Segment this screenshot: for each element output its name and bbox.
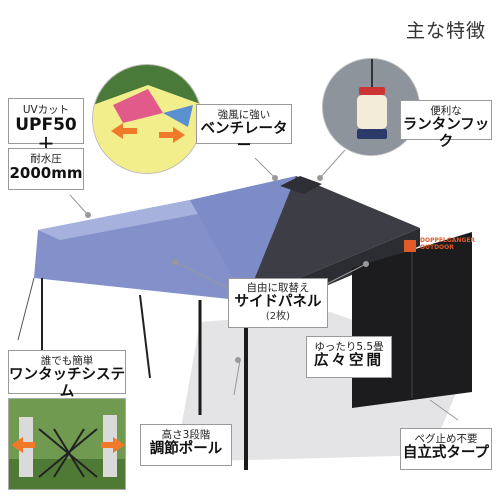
callout-onetouch-small: 誰でも簡単 bbox=[40, 355, 94, 367]
callout-space-small: ゆったり5.5畳 bbox=[314, 341, 384, 353]
callout-pole-big: 調節ポール bbox=[149, 441, 223, 458]
callout-water-big: 2000mm bbox=[9, 164, 83, 183]
callout-space-big: 広々空間 bbox=[314, 353, 384, 370]
brand-logo-text: DOPPELGANGER OUTDOOR bbox=[420, 237, 476, 251]
callout-uv: UVカット UPF50＋ bbox=[8, 98, 84, 154]
callout-panel: 自由に取替え サイドパネル (2枚) bbox=[228, 278, 328, 328]
callout-vent-big: ベンチレーター bbox=[200, 121, 288, 154]
callout-tarp-big: 自立式タープ bbox=[402, 445, 490, 462]
logo-line-2: OUTDOOR bbox=[420, 243, 454, 251]
callout-space: ゆったり5.5畳 広々空間 bbox=[306, 336, 392, 378]
callout-pole: 高さ3段階 調節ポール bbox=[140, 424, 232, 466]
lantern-icon bbox=[357, 95, 387, 129]
callout-onetouch-big: ワンタッチシステム bbox=[9, 367, 125, 400]
callout-onetouch: 誰でも簡単 ワンタッチシステム bbox=[8, 350, 126, 400]
logo-line-1: DOPPELGANGER bbox=[420, 237, 476, 244]
callout-water: 耐水圧 2000mm bbox=[8, 148, 84, 190]
callout-tarp-small: ペグ止め不要 bbox=[414, 433, 478, 445]
onetouch-photo bbox=[8, 398, 126, 490]
arrow-left-icon bbox=[11, 437, 35, 453]
callout-panel-big: サイドパネル bbox=[234, 294, 322, 311]
callout-panel-small: 自由に取替え bbox=[246, 282, 310, 294]
canopy-roof-dark bbox=[246, 176, 420, 300]
canopy-roof-blue bbox=[190, 176, 296, 300]
callout-lantern-small: 便利な bbox=[430, 105, 462, 117]
callout-lantern: 便利な ランタンフック bbox=[400, 100, 492, 150]
callout-uv-small: UVカット bbox=[22, 104, 70, 116]
arrow-right-icon bbox=[101, 437, 125, 453]
callout-lantern-big: ランタンフック bbox=[402, 117, 490, 150]
callout-panel-note: (2枚) bbox=[265, 310, 291, 322]
page-title: 主な特徴 bbox=[405, 20, 486, 42]
callout-vent: 強風に強い ベンチレーター bbox=[196, 104, 292, 154]
awning-pole-2 bbox=[139, 294, 151, 379]
brand-logo bbox=[404, 240, 416, 252]
callout-tarp: ペグ止め不要 自立式タープ bbox=[400, 428, 492, 470]
wind-arrow-icon bbox=[111, 123, 137, 139]
callout-pole-small: 高さ3段階 bbox=[161, 429, 211, 441]
vent-detail-image bbox=[92, 64, 202, 174]
callout-water-small: 耐水圧 bbox=[30, 153, 62, 165]
vent-top bbox=[280, 176, 322, 194]
callout-vent-small: 強風に強い bbox=[217, 109, 271, 121]
